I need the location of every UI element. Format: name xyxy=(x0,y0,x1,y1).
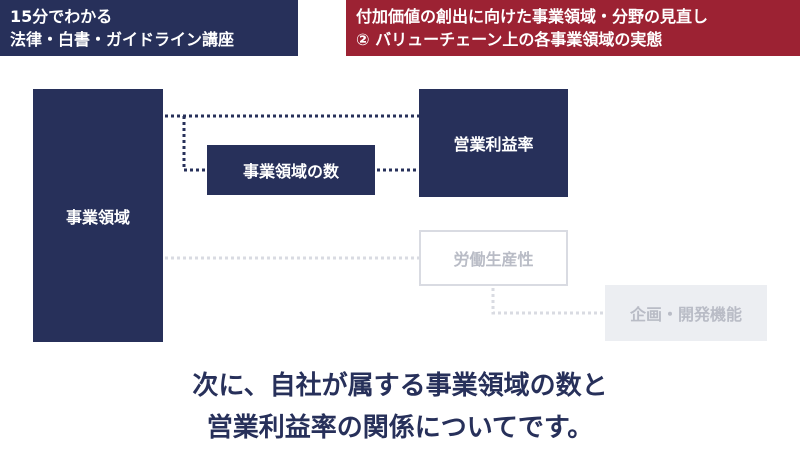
header-series-title: 15分でわかる 法律・白書・ガイドライン講座 xyxy=(0,0,298,56)
business-domain-label: 事業領域 xyxy=(65,207,130,227)
faded-connectors xyxy=(165,256,605,315)
operating-margin-label: 営業利益率 xyxy=(453,135,534,154)
operating-margin-box: 営業利益率 xyxy=(419,89,568,197)
header-topic-title: 付加価値の創出に向けた事業領域・分野の見直し ② バリューチェーン上の各事業領域… xyxy=(346,0,800,56)
caption-line2: 営業利益率の関係についてです。 xyxy=(206,413,594,443)
planning-development-box: 企画・開発機能 xyxy=(605,285,767,341)
labor-productivity-box: 労働生産性 xyxy=(419,230,568,286)
series-title-line1: 15分でわかる xyxy=(10,7,113,26)
planning-development-label: 企画・開発機能 xyxy=(629,305,742,324)
connector-labor-to-planning xyxy=(491,288,605,315)
domain-count-label: 事業領域の数 xyxy=(242,162,339,181)
connector-domain-to-count xyxy=(182,116,207,172)
dark-connectors xyxy=(165,114,419,172)
topic-title-line2: ② バリューチェーン上の各事業領域の実態 xyxy=(356,30,663,49)
domain-count-box: 事業領域の数 xyxy=(207,145,375,195)
labor-productivity-label: 労働生産性 xyxy=(453,250,534,269)
topic-title-line1: 付加価値の創出に向けた事業領域・分野の見直し xyxy=(356,7,709,26)
caption-line1: 次に、自社が属する事業領域の数と xyxy=(192,371,608,401)
business-domain-box: 事業領域 xyxy=(33,89,163,342)
series-title-line2: 法律・白書・ガイドライン講座 xyxy=(10,30,235,49)
